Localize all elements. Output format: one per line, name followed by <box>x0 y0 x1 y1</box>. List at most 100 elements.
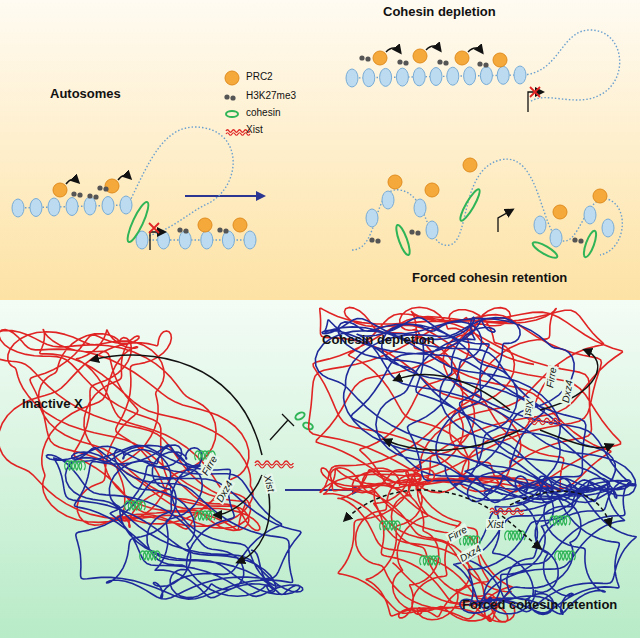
prc2-circle <box>413 49 427 63</box>
nucleosome <box>447 67 459 85</box>
nucleosome <box>222 231 234 249</box>
nucleosome <box>380 68 392 86</box>
chromatin-fibre <box>454 476 636 615</box>
cohesin-cluster <box>550 516 570 525</box>
prc2-circle <box>233 218 247 232</box>
nucleosome <box>244 231 256 249</box>
h3k27me3-dot <box>177 227 182 232</box>
nucleosome <box>382 191 394 209</box>
nucleosome <box>430 68 442 86</box>
h3k27me3-dot <box>365 56 370 61</box>
legend-text: H3K27me3 <box>246 90 296 101</box>
nucleosome <box>48 198 60 216</box>
h3k27me3-dot <box>443 60 448 65</box>
block-mark <box>149 223 159 233</box>
panel-heading: Forced cohesin retention <box>412 270 567 285</box>
transcription-arrow <box>498 210 512 232</box>
cohesin-cluster <box>380 521 400 530</box>
h3k27me3-dot <box>409 229 414 234</box>
curved-arrow <box>385 430 520 450</box>
transcription-arrow <box>528 92 542 112</box>
nucleosome <box>413 68 425 86</box>
h3k27me3-dot <box>477 61 482 66</box>
prc2-circle <box>553 205 567 219</box>
h3k27me3-dot <box>415 230 420 235</box>
prc2-circle <box>593 189 607 203</box>
curved-arrow <box>540 350 598 410</box>
nucleosome <box>346 69 358 87</box>
nucleosome <box>12 199 24 217</box>
curved-arrow <box>386 48 400 52</box>
h3k27me3-dot <box>183 228 188 233</box>
h3k27me3-dot <box>103 186 108 191</box>
h3k27me3-dot <box>71 191 76 196</box>
curved-arrow <box>540 430 612 448</box>
nucleosome <box>66 198 78 216</box>
nucleosome <box>480 67 492 85</box>
cohesin-ring <box>124 200 152 244</box>
prc2-circle <box>493 53 507 67</box>
xist-rna <box>255 464 293 468</box>
h3k27me3-dot <box>217 227 222 232</box>
xist-rna <box>528 421 562 425</box>
nucleosome <box>426 221 438 239</box>
nucleosome <box>30 199 42 217</box>
h3k27me3-dot <box>369 237 374 242</box>
h3k27me3-dot <box>224 94 229 99</box>
dna-loop <box>352 159 622 255</box>
panel-heading: Inactive X <box>22 396 83 411</box>
h3k27me3-dot <box>77 192 82 197</box>
nucleosome <box>366 209 378 227</box>
h3k27me3-dot <box>483 62 488 67</box>
nucleosome <box>514 66 526 84</box>
cohesin-ring <box>226 111 238 117</box>
h3k27me3-dot <box>403 60 408 65</box>
prc2-circle <box>373 51 387 65</box>
legend-text: PRC2 <box>246 71 273 82</box>
chromatin-fibre <box>315 317 636 503</box>
nucleosome <box>179 231 191 249</box>
curved-arrow <box>395 374 510 410</box>
cohesin-cluster <box>65 461 85 470</box>
cohesin-cluster <box>140 551 160 560</box>
block-line <box>270 414 294 440</box>
xist-rna <box>490 511 524 515</box>
block-mark <box>530 87 540 97</box>
transition-arrow <box>185 195 262 197</box>
prc2-circle <box>53 183 67 197</box>
h3k27me3-dot <box>87 193 92 198</box>
nucleosome <box>84 197 96 215</box>
nucleosome <box>550 229 562 247</box>
panel-heading: Cohesin depletion <box>322 332 435 347</box>
cohesin-cluster <box>195 511 215 520</box>
nucleosome <box>363 69 375 87</box>
cohesin-cluster <box>505 531 525 540</box>
locus-label: Xist <box>486 519 505 530</box>
prc2-circle <box>463 158 477 172</box>
cohesin-ring <box>394 224 412 257</box>
chromatin-fibre <box>46 445 302 599</box>
curved-arrow <box>92 355 262 455</box>
h3k27me3-dot <box>375 238 380 243</box>
h3k27me3-dot <box>230 95 235 100</box>
prc2-circle <box>425 183 439 197</box>
cohesin-cluster <box>420 556 440 565</box>
panel-heading: Forced cohesin retention <box>462 597 617 612</box>
nucleosome <box>584 206 596 224</box>
dna-loop <box>520 30 620 102</box>
locus-label: Xist <box>523 398 536 418</box>
nucleosome <box>602 219 614 237</box>
h3k27me3-dot <box>397 59 402 64</box>
panel-heading: Cohesin depletion <box>383 4 496 19</box>
chromatin-drawing <box>0 30 636 622</box>
transcription-arrow <box>150 232 164 250</box>
nucleosome <box>120 196 132 214</box>
nucleosome <box>414 199 426 217</box>
cohesin-cluster <box>555 551 575 560</box>
cohesin-ring <box>458 187 483 222</box>
h3k27me3-dot <box>572 237 577 242</box>
cohesin-cluster <box>125 501 145 510</box>
cohesin-ring <box>531 240 559 261</box>
prc2-circle <box>198 218 212 232</box>
curved-arrow <box>426 46 440 50</box>
